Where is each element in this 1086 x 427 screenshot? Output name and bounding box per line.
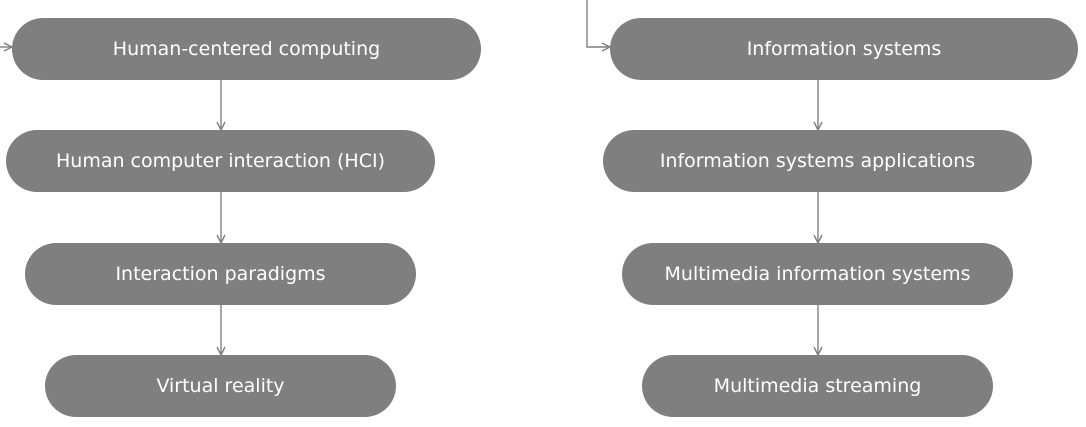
node-label: Human computer interaction (HCI) xyxy=(55,150,385,172)
node-virtual-reality: Virtual reality xyxy=(45,355,396,417)
node-label: Interaction paradigms xyxy=(115,263,326,285)
edge-into-information-systems xyxy=(586,0,610,47)
node-information-systems: Information systems xyxy=(610,18,1078,80)
node-interaction-paradigms: Interaction paradigms xyxy=(25,243,416,305)
node-label: Information systems xyxy=(746,38,942,60)
node-human-computer-interaction: Human computer interaction (HCI) xyxy=(6,130,435,192)
node-multimedia-streaming: Multimedia streaming xyxy=(642,355,993,417)
node-label: Multimedia streaming xyxy=(713,375,922,397)
node-label: Information systems applications xyxy=(659,150,976,172)
node-multimedia-information-systems: Multimedia information systems xyxy=(622,243,1013,305)
node-label: Virtual reality xyxy=(156,375,285,397)
node-human-centered-computing: Human-centered computing xyxy=(12,18,481,80)
node-label: Human-centered computing xyxy=(112,38,381,60)
node-information-systems-applications: Information systems applications xyxy=(603,130,1032,192)
node-label: Multimedia information systems xyxy=(664,263,971,285)
